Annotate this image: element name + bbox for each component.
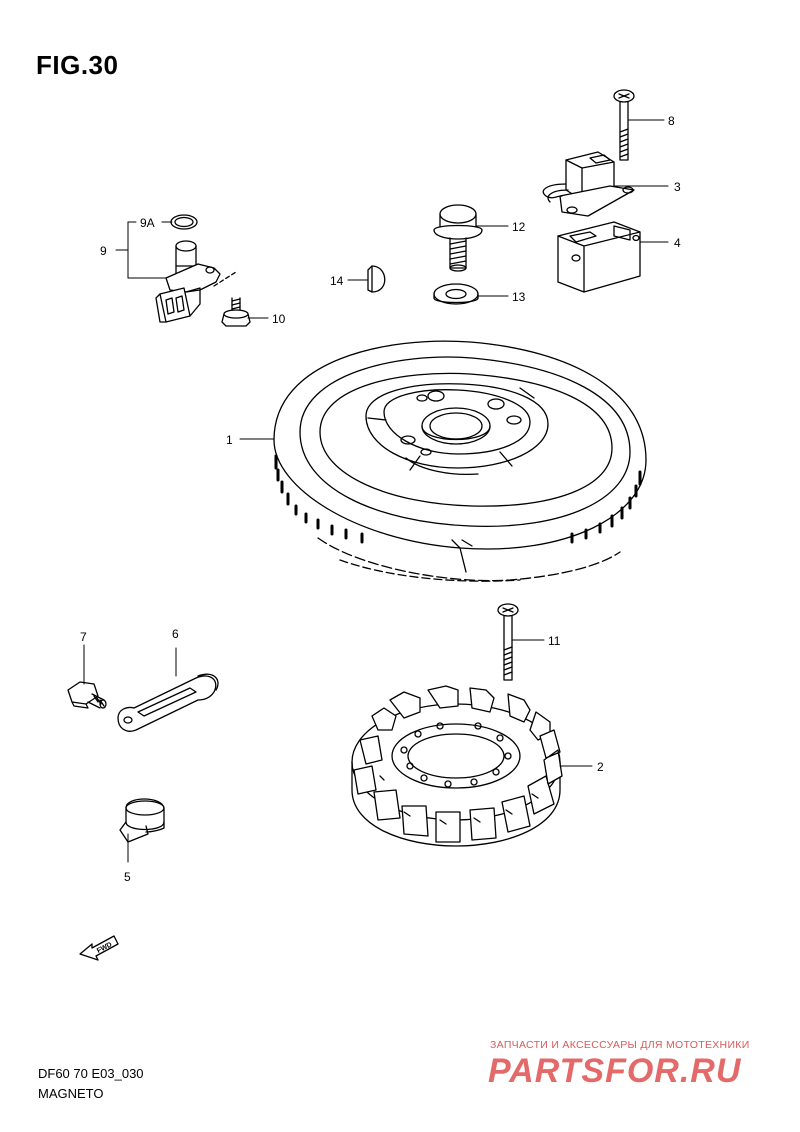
part-9a-o-ring [170, 214, 198, 230]
part-12-bolt [433, 204, 483, 272]
callout-3: 3 [674, 180, 681, 194]
callout-12: 12 [512, 220, 526, 234]
callout-7: 7 [80, 630, 87, 644]
callout-8: 8 [668, 114, 675, 128]
part-6-strap [117, 673, 219, 732]
watermark-logo: PARTSFOR.RU [488, 1052, 742, 1090]
part-8-bolt [613, 89, 635, 161]
part-2-stator [351, 685, 563, 847]
callout-9: 9 [100, 244, 107, 258]
part-1-flywheel [273, 340, 647, 582]
callout-14: 14 [330, 274, 344, 288]
callout-9a: 9A [140, 216, 155, 230]
fwd-label: FWD [96, 941, 113, 955]
callout-10: 10 [272, 312, 286, 326]
callout-2: 2 [597, 760, 604, 774]
callout-4: 4 [674, 236, 681, 250]
callout-11: 11 [548, 634, 561, 648]
figure-title: FIG.30 [36, 50, 119, 80]
callout-1: 1 [226, 433, 233, 447]
part-11-screw [497, 603, 519, 681]
callout-5: 5 [124, 870, 131, 884]
part-4-cover-block [557, 221, 641, 293]
part-7-bolt [67, 681, 107, 709]
callout-labels: 8 3 9A 12 9 4 14 13 10 1 7 6 11 2 5 [80, 114, 681, 884]
fwd-arrow-icon: FWD [79, 935, 119, 961]
part-14-key [367, 265, 386, 293]
part-9-sensor [155, 240, 237, 323]
diagram-code: DF60 70 E03_030 [38, 1066, 144, 1081]
part-13-washer [433, 283, 479, 305]
callout-6: 6 [172, 627, 179, 641]
leader-lines [83, 119, 669, 863]
diagram-name: MAGNETO [38, 1086, 104, 1101]
part-3-pickup-coil [542, 151, 635, 217]
part-10-bolt [221, 297, 251, 327]
watermark-tagline: ЗАПЧАСТИ И АКСЕССУАРЫ ДЛЯ МОТОТЕХНИКИ [490, 1039, 750, 1051]
callout-13: 13 [512, 290, 526, 304]
part-5-clamp [119, 798, 165, 843]
